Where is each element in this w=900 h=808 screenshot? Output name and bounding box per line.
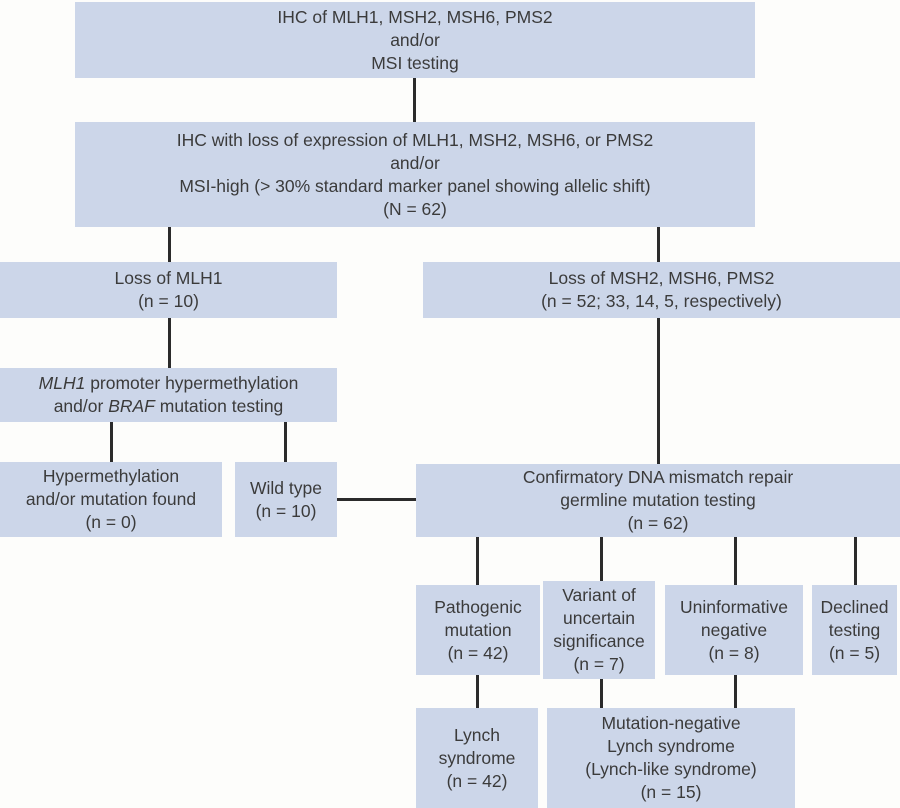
connector-confirmatory-to-declined [854,537,857,585]
node-text-line: significance [553,631,645,651]
node-text-line: uncertain [563,608,635,628]
node-confirmatory-germline-testing: Confirmatory DNA mismatch repair germlin… [416,464,900,537]
node-text-line: (Lynch-like syndrome) [585,759,757,779]
node-text-line: (n = 5) [828,642,881,663]
node-text-segment: promoter hypermethylation [85,373,299,393]
node-text-line: and/or BRAF mutation testing [54,395,284,418]
node-text-line: IHC of MLH1, MSH2, MSH6, PMS2 [277,6,553,27]
node-text-line: (n = 10) [255,500,317,521]
node-text-line: Wild type [250,477,322,498]
node-text-line: negative [700,619,768,640]
node-text-line: and/or mutation found [25,489,197,509]
node-lynch-syndrome: Lynch syndrome (n = 42) [416,708,538,808]
node-text-line: germline mutation testing [560,490,756,510]
node-wild-type: Wild type (n = 10) [235,462,337,537]
node-text-line: and/or [390,29,440,50]
node-text-line: MLH1 promoter hypermethylation [39,372,299,395]
node-text-line: (n = 42) [447,642,509,663]
node-ihc-loss-of-expression: IHC with loss of expression of MLH1, MSH… [75,122,755,227]
node-text-segment: mutation testing [154,396,284,416]
connector-confirmatory-to-pathogenic [476,537,479,585]
connector-lossmsh2-to-confirmatory [657,318,660,464]
node-text-line: syndrome [438,747,516,768]
node-text-line: MSI testing [371,52,459,73]
connector-ihc-to-ihcloss [413,78,416,122]
node-variant-of-uncertain-significance: Variant of uncertain significance (n = 7… [543,581,655,679]
node-text-line: (n = 0) [85,512,137,532]
node-text-line: Mutation-negative [601,713,741,733]
node-text-line: Pathogenic [434,596,522,617]
node-text-line: mutation [444,619,512,640]
node-text-line: (n = 42) [446,770,508,791]
node-text-line: IHC with loss of expression of MLH1, MSH… [176,129,654,150]
node-text-line: Loss of MSH2, MSH6, PMS2 [548,268,775,288]
node-text-line: (N = 62) [383,198,447,219]
node-loss-of-mlh1: Loss of MLH1 (n = 10) [0,262,337,318]
node-loss-of-msh2-msh6-pms2: Loss of MSH2, MSH6, PMS2 (n = 52; 33, 14… [423,262,900,318]
connector-confirmatory-to-uninformative [734,537,737,585]
node-text-line: testing [828,619,881,640]
node-declined-testing: Declined testing (n = 5) [812,585,897,675]
node-text-line: Lynch [453,724,501,745]
node-hypermethylation-found: Hypermethylation and/or mutation found (… [0,462,222,537]
node-text-line: (n = 62) [627,513,689,533]
connector-uninformative-to-mutationnegative [734,675,737,708]
node-text-segment: and/or [53,396,109,416]
connector-ihcloss-to-lossmlh1 [168,227,171,262]
node-uninformative-negative: Uninformative negative (n = 8) [665,585,803,675]
connector-ihcloss-to-lossmsh2 [657,227,660,262]
connector-vus-to-mutationnegative [600,679,603,708]
node-text-line: Declined [820,596,889,617]
gene-name-italic: BRAF [108,396,155,416]
node-mutation-negative-lynch-syndrome: Mutation-negative Lynch syndrome (Lynch-… [547,708,795,808]
connector-promoter-to-wildtype [284,422,287,462]
node-text-line: Lynch syndrome [607,736,735,756]
node-text-line: Confirmatory DNA mismatch repair [522,467,794,487]
connector-lossmlh1-to-promoter [168,318,171,368]
node-pathogenic-mutation: Pathogenic mutation (n = 42) [416,585,540,675]
connector-promoter-to-hypermeth [110,422,113,462]
connector-confirmatory-to-vus [600,537,603,581]
connector-wildtype-to-confirmatory [337,498,416,501]
node-text-line: Hypermethylation [42,466,180,486]
node-text-line: Loss of MLH1 [114,268,223,288]
node-mlh1-promoter-testing: MLH1 promoter hypermethylation and/or BR… [0,368,337,422]
node-text-line: (n = 15) [640,782,702,802]
gene-name-italic: MLH1 [38,373,86,393]
node-ihc-msi-testing: IHC of MLH1, MSH2, MSH6, PMS2 and/or MSI… [75,2,755,78]
node-text-line: (n = 8) [708,642,760,663]
node-text-line: (n = 10) [138,291,199,311]
connector-pathogenic-to-lynch [476,675,479,708]
node-text-line: (n = 7) [573,654,625,674]
node-text-line: and/or [390,152,440,173]
node-text-line: (n = 52; 33, 14, 5, respectively) [541,291,782,311]
node-text-line: Uninformative [680,596,788,617]
node-text-line: Variant of [562,585,636,605]
node-text-line: MSI-high (> 30% standard marker panel sh… [179,175,651,196]
